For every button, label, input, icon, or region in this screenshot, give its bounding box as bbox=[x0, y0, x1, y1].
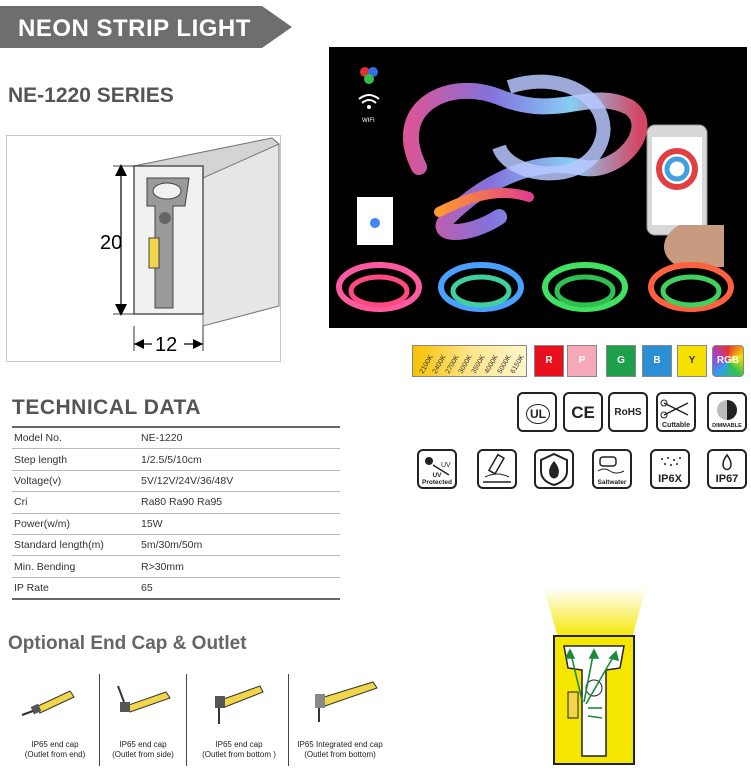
flexible-icon bbox=[477, 449, 517, 489]
cct-chip: 2100K 2400K 2700K 3000K 3500K 4000K 5000… bbox=[412, 345, 527, 377]
ce-icon: CE bbox=[563, 392, 603, 432]
fire-resistant-icon bbox=[534, 449, 574, 489]
ip6x-icon: IP6X bbox=[650, 449, 690, 489]
technical-data-title: TECHNICAL DATA bbox=[12, 396, 201, 419]
profile-diagram: 20 12 bbox=[6, 135, 281, 362]
series-title: NE-1220 SERIES bbox=[8, 84, 174, 107]
salt-icon bbox=[597, 456, 625, 474]
divider bbox=[99, 674, 100, 766]
color-chip-blue: B bbox=[642, 345, 672, 377]
scissors-icon bbox=[660, 399, 689, 419]
color-chip-red: R bbox=[534, 345, 564, 377]
table-row: Model No.NE-1220 bbox=[12, 426, 340, 450]
dust-icon bbox=[661, 457, 681, 466]
end-cap-label: IP65 end cap(Outlet from side) bbox=[112, 740, 174, 759]
color-chip-green: G bbox=[606, 345, 636, 377]
page-title: NEON STRIP LIGHT bbox=[18, 15, 251, 42]
product-photo: WIFI bbox=[329, 47, 747, 328]
table-row: Power(w/m)15W bbox=[12, 513, 340, 535]
uv-protected-icon: UV UV Protected bbox=[417, 449, 457, 489]
color-chip-rgb: RGB bbox=[712, 345, 744, 377]
rohs-icon: RoHS bbox=[608, 392, 648, 432]
saltwater-icon: Saltwater bbox=[592, 449, 632, 489]
cuttable-icon: Cuttable bbox=[656, 392, 696, 432]
svg-text:6150K: 6150K bbox=[510, 354, 526, 375]
svg-text:UV: UV bbox=[441, 462, 451, 469]
ul-icon: UL bbox=[517, 392, 557, 432]
water-drop-icon bbox=[722, 453, 732, 471]
dimmer-icon bbox=[717, 400, 737, 420]
profile-drawing: 20 12 bbox=[100, 137, 280, 356]
end-cap-outlet-end-image bbox=[21, 690, 75, 716]
end-cap-title: Optional End Cap & Outlet bbox=[8, 633, 247, 654]
end-cap-outlet-bottom-image bbox=[215, 685, 264, 724]
color-chip-yellow: Y bbox=[677, 345, 707, 377]
cct-labels: 2100K 2400K 2700K 3000K 3500K 4000K 5000… bbox=[419, 354, 526, 375]
end-cap-outlet-side-image bbox=[117, 685, 171, 713]
table-row: Standard length(m)5m/30m/50m bbox=[12, 534, 340, 557]
wifi-label: WIFI bbox=[362, 118, 375, 124]
neon-strip-photo: WIFI bbox=[336, 67, 734, 312]
ip67-icon: IP67 bbox=[707, 449, 747, 489]
color-chip-pink: P bbox=[567, 345, 597, 377]
light-cross-section bbox=[544, 588, 646, 765]
end-cap-label: IP65 end cap(Outlet from bottom ) bbox=[202, 740, 276, 759]
table-row: Voltage(v)5V/12V/24V/36/48V bbox=[12, 470, 340, 493]
title-banner: NEON STRIP LIGHT bbox=[0, 6, 292, 48]
width-label: 12 bbox=[155, 334, 177, 356]
integrated-end-cap-image bbox=[315, 681, 378, 722]
end-cap-label: IP65 Integrated end cap(Outlet from bott… bbox=[297, 740, 383, 759]
fire-shield-icon bbox=[540, 452, 568, 487]
divider bbox=[186, 674, 187, 766]
bend-icon bbox=[483, 453, 511, 483]
sun-icon: UV bbox=[425, 457, 451, 476]
dimmable-icon: DIMMABLE bbox=[707, 392, 747, 432]
end-cap-label: IP65 end cap(Outlet from end) bbox=[24, 740, 86, 759]
height-label: 20 bbox=[100, 232, 122, 254]
banner-shape bbox=[0, 6, 292, 48]
divider bbox=[288, 674, 289, 766]
